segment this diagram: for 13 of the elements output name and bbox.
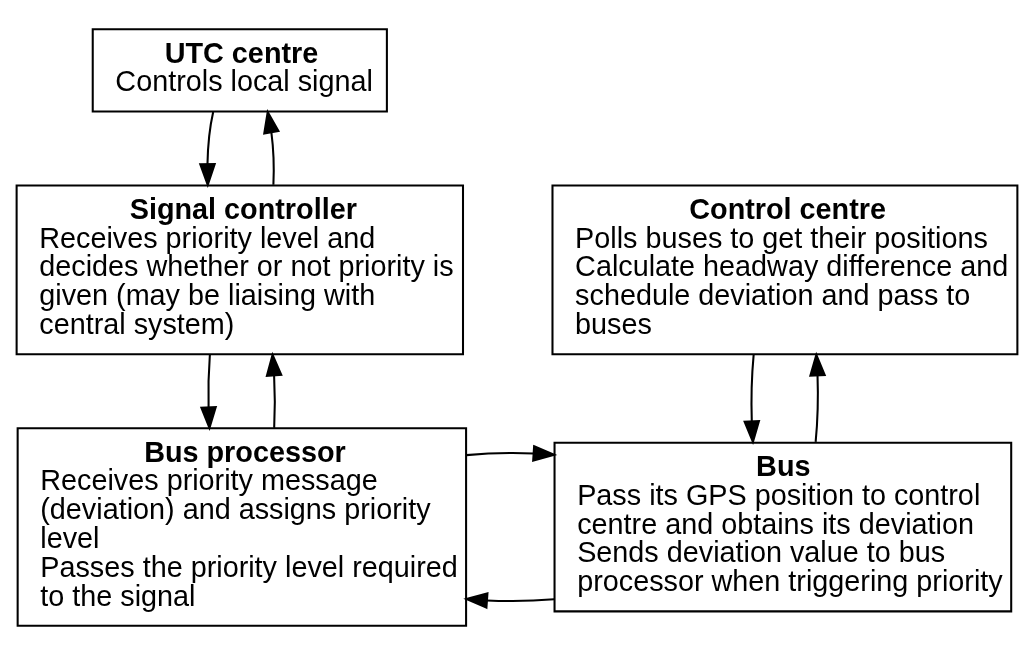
node-box: Signal controller Receives priority level and decides whether or not priority is given (may be liaising with central system) [15,184,465,356]
arrow [198,111,217,188]
arrow [463,591,555,610]
arrow [466,444,558,462]
arrow [743,354,761,446]
arrow [808,351,827,443]
node-box: UTC centre Controls local signal [91,28,388,113]
arrow [199,354,218,431]
node-box: Control centre Polls buses to get their positions Calculate headway difference and schedule deviation and pass to buses [551,184,1019,356]
node-box: Bus Pass its GPS position to control centre and obtains its deviation Sends deviation value to bus processor when triggering priority [553,441,1013,613]
node-box: Bus processor Receives priority message (deviation) and assigns priority level Passes the priority level required to the signal [16,427,468,627]
arrow [265,351,283,428]
arrow [263,108,281,185]
